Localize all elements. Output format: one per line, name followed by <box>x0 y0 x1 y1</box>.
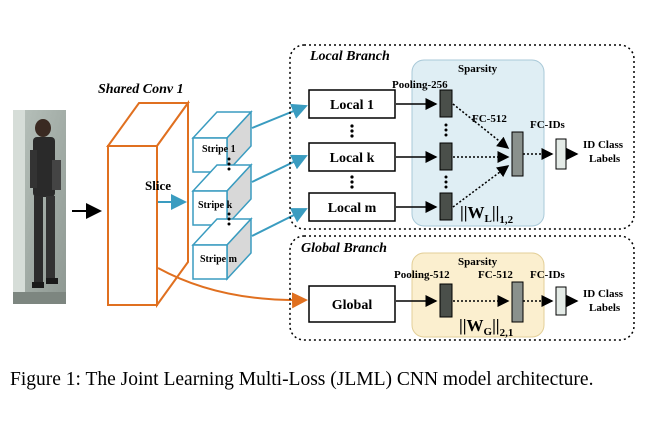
local-fcids-bar <box>555 138 567 170</box>
stripe-ellipsis-dots <box>227 157 231 226</box>
global-fc-label: FC-512 <box>478 269 513 281</box>
local-fcids-label: FC-IDs <box>530 119 566 131</box>
stripe-to-localk-arrow <box>251 154 308 183</box>
global-norm-label: ||WG||2,1 <box>459 316 513 339</box>
global-fcids-bar <box>555 286 567 316</box>
local-norm-label: ||WL||1,2 <box>460 203 514 226</box>
stripe-to-localm-arrow <box>251 208 308 237</box>
global-fcids-label: FC-IDs <box>530 269 566 281</box>
global-labels-label: Labels <box>589 302 621 314</box>
pool-ellipsis-dots <box>444 123 448 189</box>
poolm-to-fc-arrow <box>452 165 510 208</box>
stripe-k <box>191 163 253 227</box>
stripe-k-label: Stripe k <box>198 200 233 211</box>
global-pooling-label: Pooling-512 <box>394 269 450 281</box>
local-pool-bar-k <box>439 142 453 171</box>
local-branch-container <box>289 44 635 230</box>
local-k-block: Local k <box>308 142 396 172</box>
local-labels-label: Labels <box>589 153 621 165</box>
local-fc-label: FC-512 <box>472 113 507 125</box>
local-1-block: Local 1 <box>308 89 396 119</box>
svg-text:Local 1: Local 1 <box>330 98 374 113</box>
stripe-m <box>191 217 253 281</box>
stripe-1 <box>191 110 253 174</box>
top-crop <box>220 0 270 8</box>
person-image <box>13 110 66 304</box>
slice-label: Slice <box>145 178 171 193</box>
global-sparsity-label: Sparsity <box>458 256 498 268</box>
global-pool-bar <box>439 283 453 318</box>
stripe-m-label: Stripe m <box>200 254 238 265</box>
local-pool-bar-1 <box>439 89 453 118</box>
local-m-block: Local m <box>308 192 396 222</box>
local-id-class-label: ID Class <box>583 139 624 151</box>
svg-text:Local k: Local k <box>330 151 375 166</box>
local-fc-bar <box>511 131 524 177</box>
local-sparsity-label: Sparsity <box>458 63 498 75</box>
local-pool-bar-m <box>439 192 453 221</box>
global-id-class-label: ID Class <box>583 288 624 300</box>
figure-caption: Figure 1: The Joint Learning Multi-Loss … <box>10 369 594 390</box>
stripe-1-label: Stripe 1 <box>202 144 236 155</box>
shared-conv-label: Shared Conv 1 <box>98 82 184 97</box>
conv-to-global-arrow <box>157 267 308 309</box>
local-branch-title: Local Branch <box>309 49 390 64</box>
local-pooling-label: Pooling-256 <box>392 79 448 91</box>
shared-conv-block <box>106 99 190 309</box>
stripe-to-local1-arrow <box>251 103 308 129</box>
global-fc-bar <box>511 281 524 323</box>
svg-text:Global: Global <box>332 298 373 313</box>
local-ellipsis-dots <box>350 124 354 189</box>
global-branch-title: Global Branch <box>301 241 387 256</box>
svg-text:Local m: Local m <box>328 201 377 216</box>
global-branch-container <box>289 235 635 341</box>
global-block: Global <box>308 285 396 323</box>
